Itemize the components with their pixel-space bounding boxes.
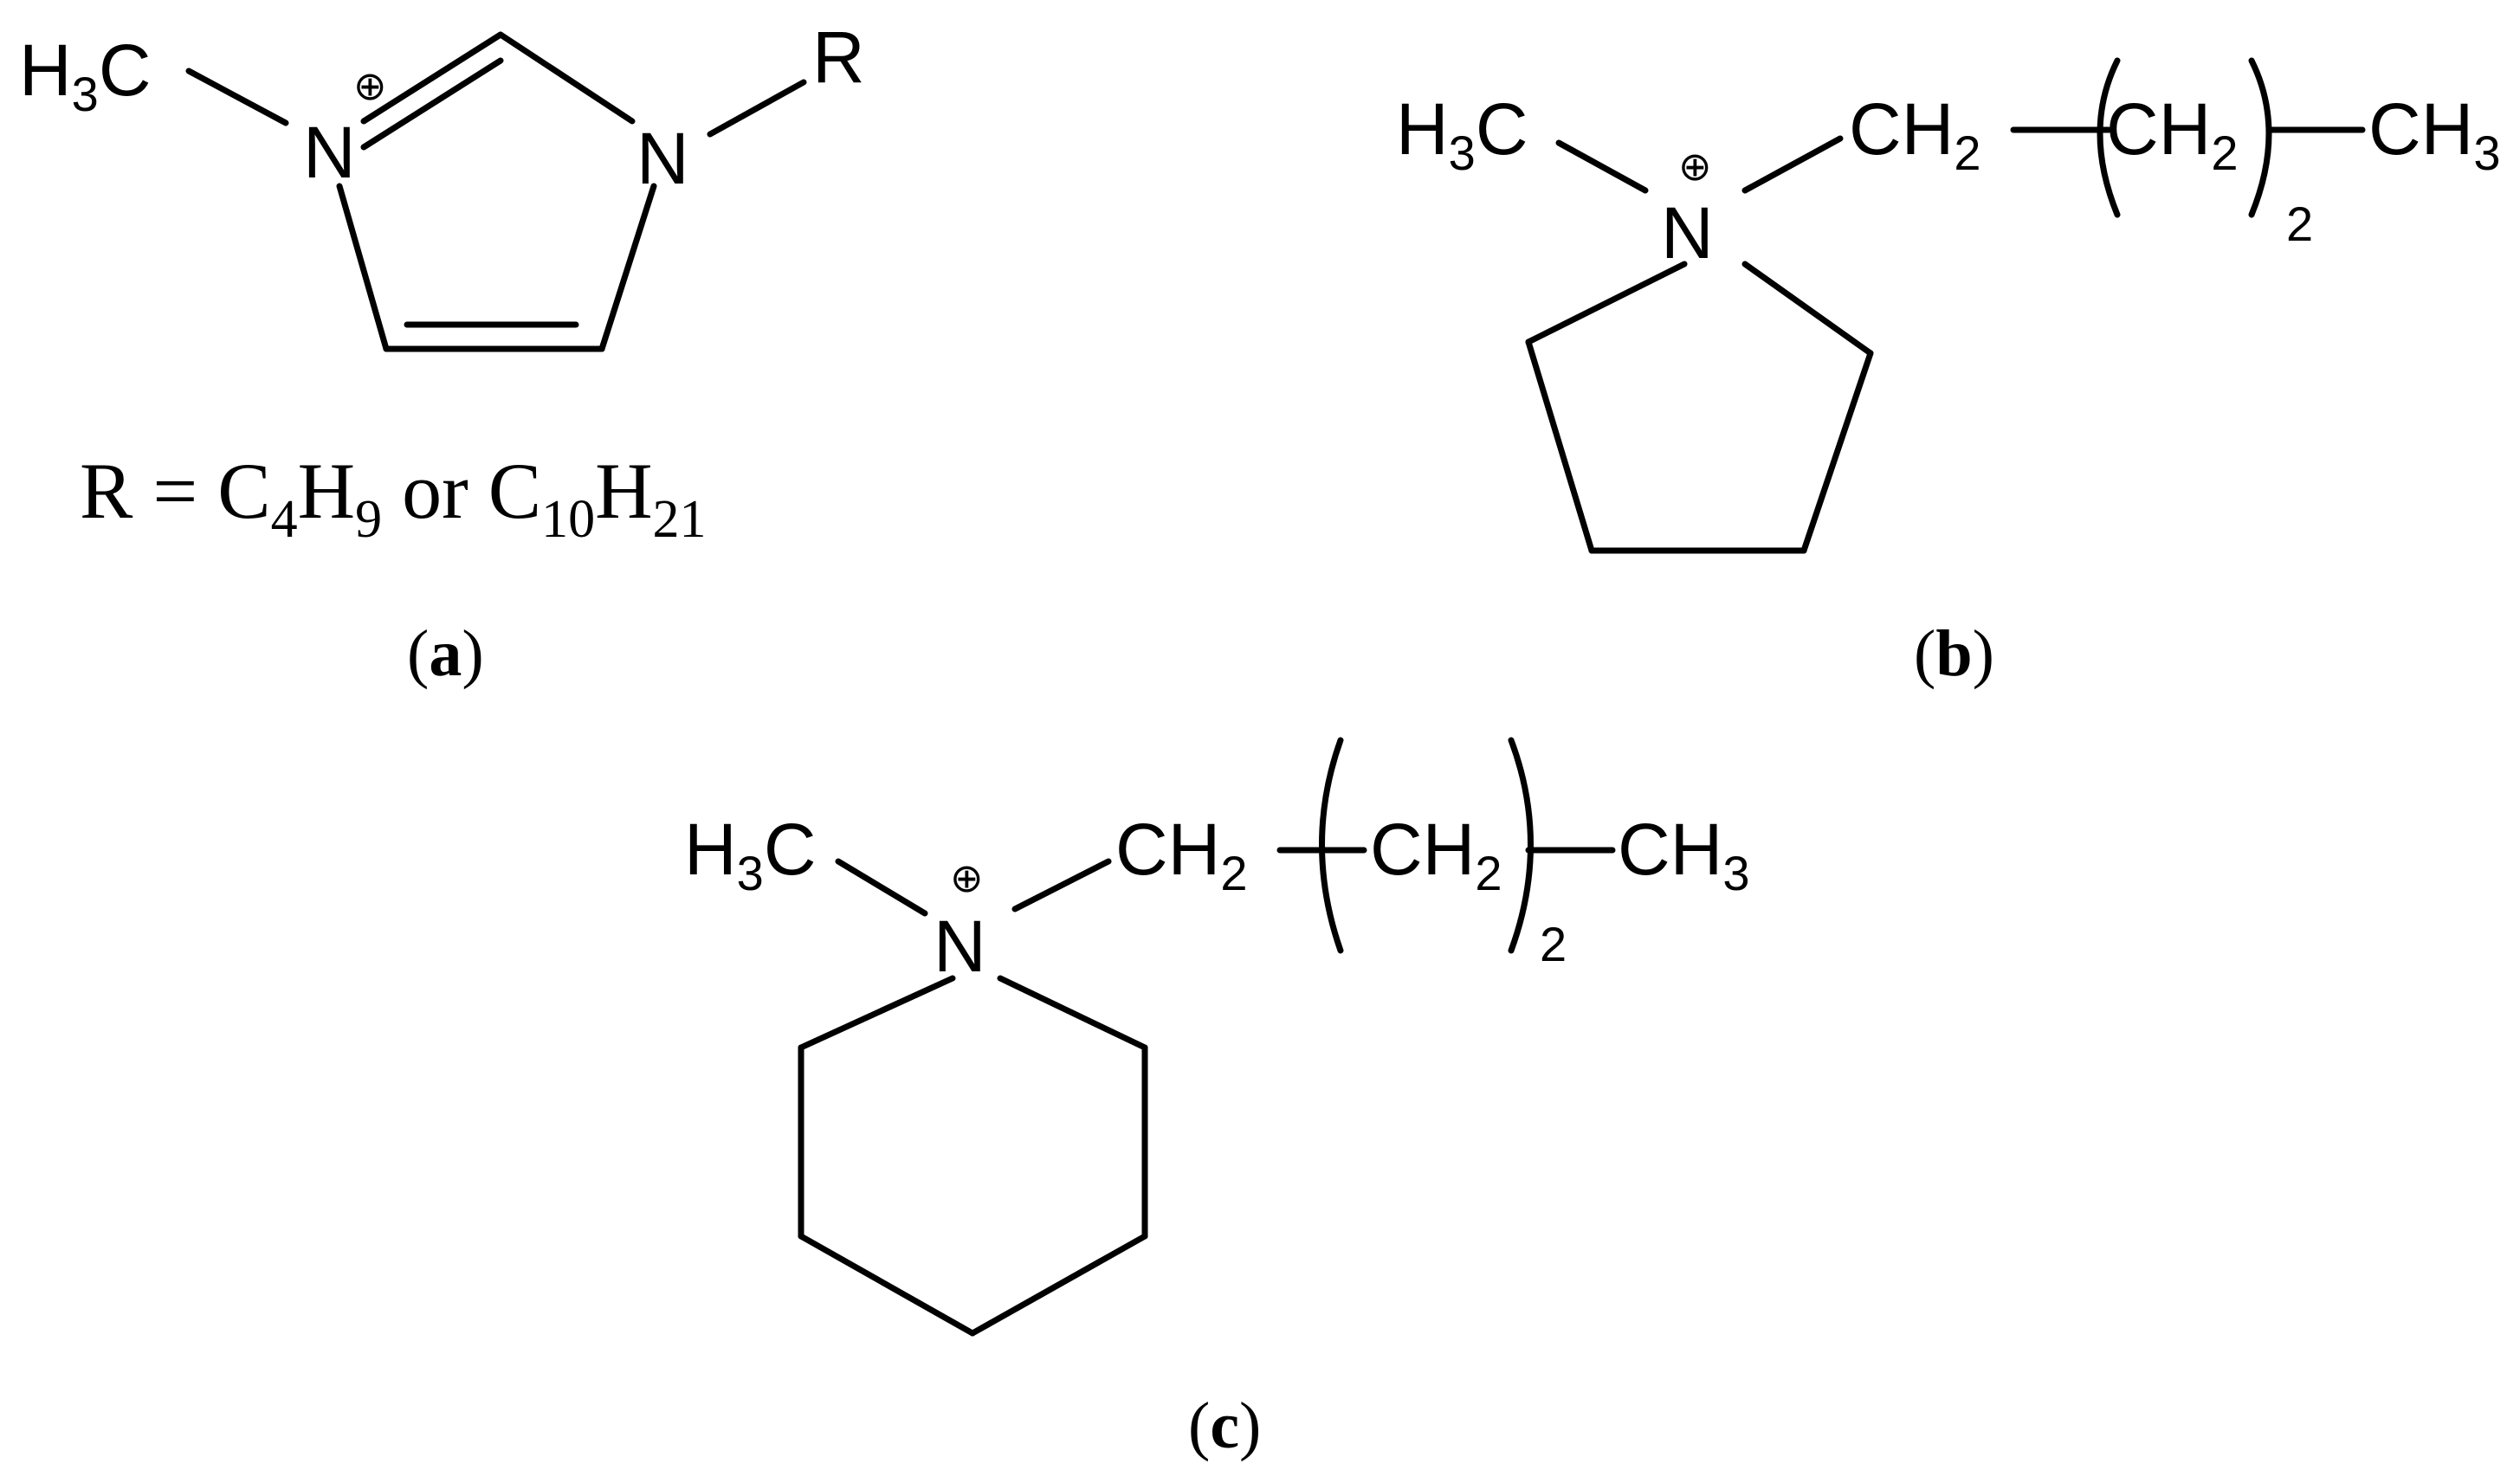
panel-a-r-bond [707,79,807,138]
panel-c-repeat-count: 2 [1540,917,1567,971]
panel-a-n-plus-atom: N [303,112,356,193]
panel-a-r-label: R [812,16,865,98]
panel-b-ring-bond-c2-c3 [1525,338,1595,554]
panel-b-caption: (b) [1914,617,1994,690]
panel-b-close-bracket [2248,57,2272,218]
panel-a-ring-bond-c2-n3 [497,31,636,125]
panel-b-ring-bond-c4-c5 [1800,350,1874,554]
panel-c-ch2-repeat: CH2 [1370,809,1502,900]
panel-b-n-ch2-bond [1741,135,1844,194]
panel-a-ring-bond-c5-n1 [336,183,390,352]
panel-c-close-bracket [1508,737,1534,954]
panel-b-ch2-first: CH2 [1849,88,1980,180]
panel-c-open-bracket [1319,737,1344,954]
panel-b-ring-bond-c5-n [1741,261,1874,357]
panel-c-ch3-terminal: CH3 [1618,809,1749,900]
panel-a-caption: (a) [407,617,484,690]
panel-b-positive-charge: ⊕ [1678,143,1712,190]
panel-c-piperidinium: H3C ⊕ N CH2 CH2 2 CH3 (c) [684,737,1749,1462]
panel-b-ch3-terminal: CH3 [2368,88,2500,180]
panel-b-pyrrolidinium: H3C ⊕ N CH2 CH2 2 CH3 (b) [1396,57,2500,690]
panel-b-n-plus-atom: N [1661,192,1714,274]
panel-a-positive-charge: ⊕ [353,62,387,109]
panel-c-ring-bond-n-c2 [798,975,956,1051]
panel-c-methyl-label: H3C [684,809,817,900]
panel-b-methyl-label: H3C [1396,88,1528,180]
panel-a-ring-double-bond-outer [360,31,504,125]
panel-b-ch2-repeat: CH2 [2106,88,2238,180]
panel-a-ring-bond-n3-c4 [598,183,657,352]
panel-a-methyl-label: H3C [19,29,152,121]
panel-b-open-bracket [2097,57,2121,218]
panel-c-positive-charge: ⊕ [950,854,984,901]
panel-c-caption: (c) [1188,1389,1261,1462]
panel-c-ring-bond-c3-c4 [798,1233,976,1337]
panel-c-ring-bond-c4-c5 [969,1233,1148,1337]
panel-c-ch2-first: CH2 [1115,809,1247,900]
panel-a-n-atom: N [636,118,689,199]
panel-c-methyl-bond [835,858,928,917]
panel-a-ring-double-bond-inner [360,57,504,151]
panel-c-ring-bond-c6-n [997,975,1148,1051]
panel-a-methyl-bond [185,68,289,126]
panel-c-n-ch2-bond [1011,858,1112,912]
panel-b-methyl-bond [1555,139,1649,194]
panel-a-r-formula: R = C4H9 or C10H21 [80,447,707,549]
panel-b-repeat-count: 2 [2286,197,2313,251]
panel-a-imidazolium: H3C ⊕ N N R R = C4H9 or C10H21 (a) [19,16,865,690]
panel-b-ring-bond-n-c2 [1525,261,1688,345]
panel-c-n-plus-atom: N [934,906,986,987]
